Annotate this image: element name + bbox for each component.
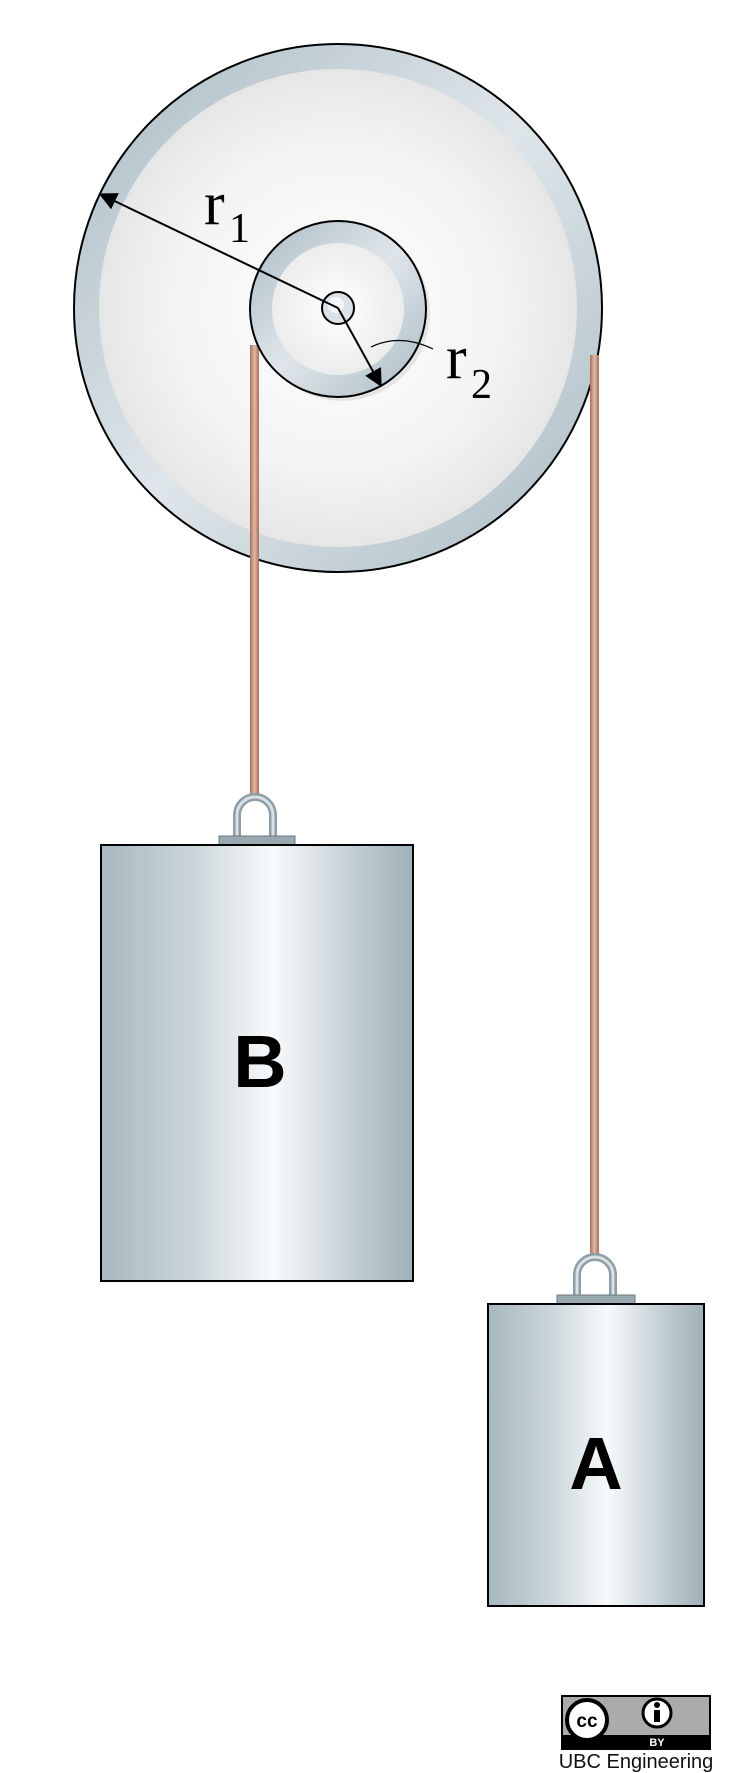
block-b-label: B [233, 1020, 286, 1103]
block-a: A [487, 1303, 705, 1607]
r2-leader [370, 339, 434, 350]
svg-text:BY: BY [649, 1737, 665, 1749]
credit-text: UBC Engineering [559, 1751, 714, 1773]
r1-arrow [98, 193, 339, 309]
rope-left-front [250, 345, 259, 565]
hook-a [556, 1253, 636, 1305]
cc-by-badge: cc BY [561, 1695, 711, 1750]
svg-text:cc: cc [576, 1711, 598, 1732]
block-a-label: A [569, 1422, 622, 1505]
block-b: B [100, 844, 414, 1282]
hook-b [218, 793, 296, 846]
r2-arrow [337, 307, 382, 388]
rope-right-front [590, 355, 599, 415]
cc-icon [565, 1698, 609, 1742]
rope-right [590, 340, 599, 1256]
